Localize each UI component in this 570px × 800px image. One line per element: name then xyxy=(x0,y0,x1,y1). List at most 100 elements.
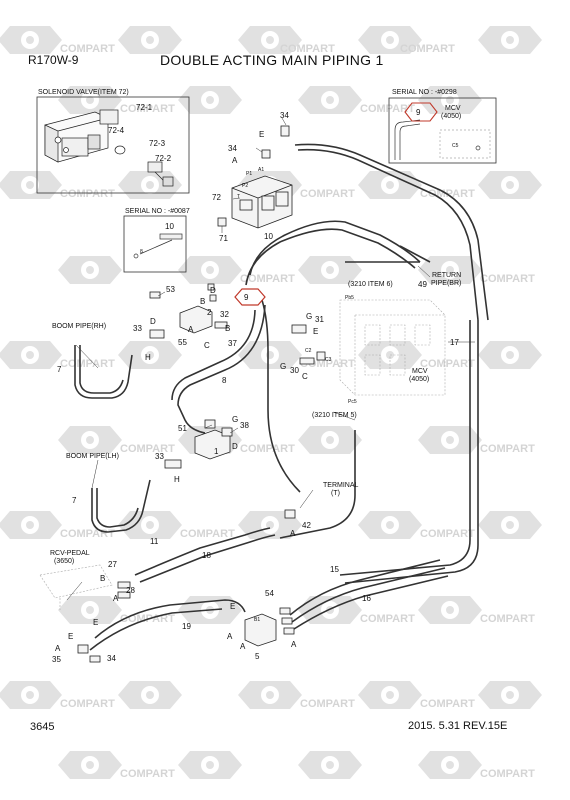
boom-pipe-rh-label: BOOM PIPE(RH) xyxy=(52,323,107,330)
svg-text:COMPART: COMPART xyxy=(120,768,175,780)
serial-0298-mcv-2: (4050) xyxy=(441,113,462,120)
svg-text:COMPART: COMPART xyxy=(300,188,355,200)
part-label: C xyxy=(302,372,308,381)
part-label: A xyxy=(188,325,194,334)
page-code: 3645 xyxy=(30,721,55,733)
part-label: B xyxy=(200,297,206,306)
item5-label: (3210 ITEM 5) xyxy=(312,412,357,419)
solenoid-inset-box xyxy=(36,96,190,194)
part-label: A xyxy=(227,632,233,641)
revision-date: 2015. 5.31 REV.15E xyxy=(408,720,508,732)
solenoid-valve-drawing xyxy=(44,109,174,187)
part-label: G xyxy=(232,415,239,424)
part-label: 51 xyxy=(178,424,187,433)
part-label: 33 xyxy=(133,324,142,333)
svg-text:COMPART: COMPART xyxy=(280,43,335,55)
svg-text:COMPART: COMPART xyxy=(60,528,115,540)
highlight-part-9 xyxy=(234,288,266,306)
svg-text:COMPART: COMPART xyxy=(360,613,415,625)
port-c2: C2 xyxy=(305,348,312,354)
port-pc5: Pc5 xyxy=(348,399,357,405)
part-label: 54 xyxy=(265,589,274,598)
serial-0298-inset-box xyxy=(388,97,497,164)
svg-text:COMPART: COMPART xyxy=(480,443,535,455)
leader-lines xyxy=(66,117,475,601)
svg-text:COMPART: COMPART xyxy=(480,273,535,285)
part-label: E xyxy=(230,602,236,611)
solenoid-inset-title: SOLENOID VALVE(ITEM 72) xyxy=(38,89,129,96)
serial-0298-mcv-1: MCV xyxy=(445,105,461,112)
svg-text:COMPART: COMPART xyxy=(300,698,355,710)
part-label: 15 xyxy=(330,565,339,574)
part-label: D xyxy=(210,286,216,295)
part-label: A xyxy=(240,642,246,651)
port-t: T xyxy=(237,194,241,200)
part-label: A xyxy=(291,640,297,649)
part-label: E xyxy=(259,130,265,139)
svg-text:COMPART: COMPART xyxy=(240,273,295,285)
port-a1: A1 xyxy=(258,167,265,173)
svg-text:COMPART: COMPART xyxy=(480,768,535,780)
svg-text:COMPART: COMPART xyxy=(60,43,115,55)
return-pipe-label-2: PIPE(BR) xyxy=(431,280,462,287)
part-label: D xyxy=(150,317,156,326)
part-label: 55 xyxy=(178,338,187,347)
svg-text:COMPART: COMPART xyxy=(400,43,455,55)
boom-pipe-lh-label: BOOM PIPE(LH) xyxy=(66,453,119,460)
svg-text:COMPART: COMPART xyxy=(420,358,475,370)
part-label: H xyxy=(145,353,151,362)
part-label: 38 xyxy=(240,421,249,430)
svg-text:COMPART: COMPART xyxy=(60,698,115,710)
part-label: 9 xyxy=(244,293,249,302)
part-label: G xyxy=(280,362,287,371)
part-label: 34 xyxy=(280,111,289,120)
return-pipe-label-1: RETURN xyxy=(432,272,462,279)
fittings-layer xyxy=(77,125,326,663)
part-label: 28 xyxy=(126,586,135,595)
part-label: 18 xyxy=(202,551,211,560)
serial-0298-drawing xyxy=(394,102,491,160)
svg-text:COMPART: COMPART xyxy=(60,358,115,370)
main-pipe-layer xyxy=(74,143,489,651)
part-label: 27 xyxy=(108,560,117,569)
svg-text:COMPART: COMPART xyxy=(420,698,475,710)
watermark-text-layer: COMPART COMPART COMPART COMPART COMPART … xyxy=(60,43,535,780)
svg-text:COMPART: COMPART xyxy=(480,613,535,625)
part-label: G xyxy=(306,312,313,321)
svg-text:COMPART: COMPART xyxy=(360,103,415,115)
svg-text:COMPART: COMPART xyxy=(240,443,295,455)
mcv-label-2: (4050) xyxy=(409,376,430,383)
part-label: 1 xyxy=(214,447,219,456)
port-p2: P2 xyxy=(242,183,249,189)
part-label: A xyxy=(290,529,296,538)
item6-label: (3210 ITEM 6) xyxy=(348,281,393,288)
serial-0298-title: SERIAL NO : -#0298 xyxy=(392,89,457,96)
part-label: 7 xyxy=(72,496,77,505)
part-label: 72 xyxy=(212,193,221,202)
part-label: E xyxy=(93,618,99,627)
part-label: 7 xyxy=(57,365,62,374)
serial-0087-drawing xyxy=(133,233,183,259)
mcv-label-1: MCV xyxy=(412,368,428,375)
part-label: 34 xyxy=(107,654,116,663)
terminal-label-2: (T) xyxy=(331,490,340,497)
part-label: 42 xyxy=(302,521,311,530)
part-label: A xyxy=(113,594,119,603)
serial-0087-inset-box xyxy=(123,215,187,273)
part-label: A xyxy=(232,156,238,165)
svg-text:COMPART: COMPART xyxy=(180,528,235,540)
part-label: 32 xyxy=(220,310,229,319)
label-72-2: 72-2 xyxy=(155,154,172,163)
port-c3: C3 xyxy=(325,357,332,363)
part-label: 19 xyxy=(182,622,191,631)
terminal-label-1: TERMINAL xyxy=(323,482,359,489)
serial-0087-title: SERIAL NO : -#0087 xyxy=(125,208,190,215)
part-label: 10 xyxy=(264,232,273,241)
part-label: 35 xyxy=(52,655,61,664)
part-label: 37 xyxy=(228,339,237,348)
part-label: 31 xyxy=(315,315,324,324)
label-72-1: 72-1 xyxy=(136,103,153,112)
part-label: E xyxy=(313,327,319,336)
part-label: A xyxy=(55,644,61,653)
